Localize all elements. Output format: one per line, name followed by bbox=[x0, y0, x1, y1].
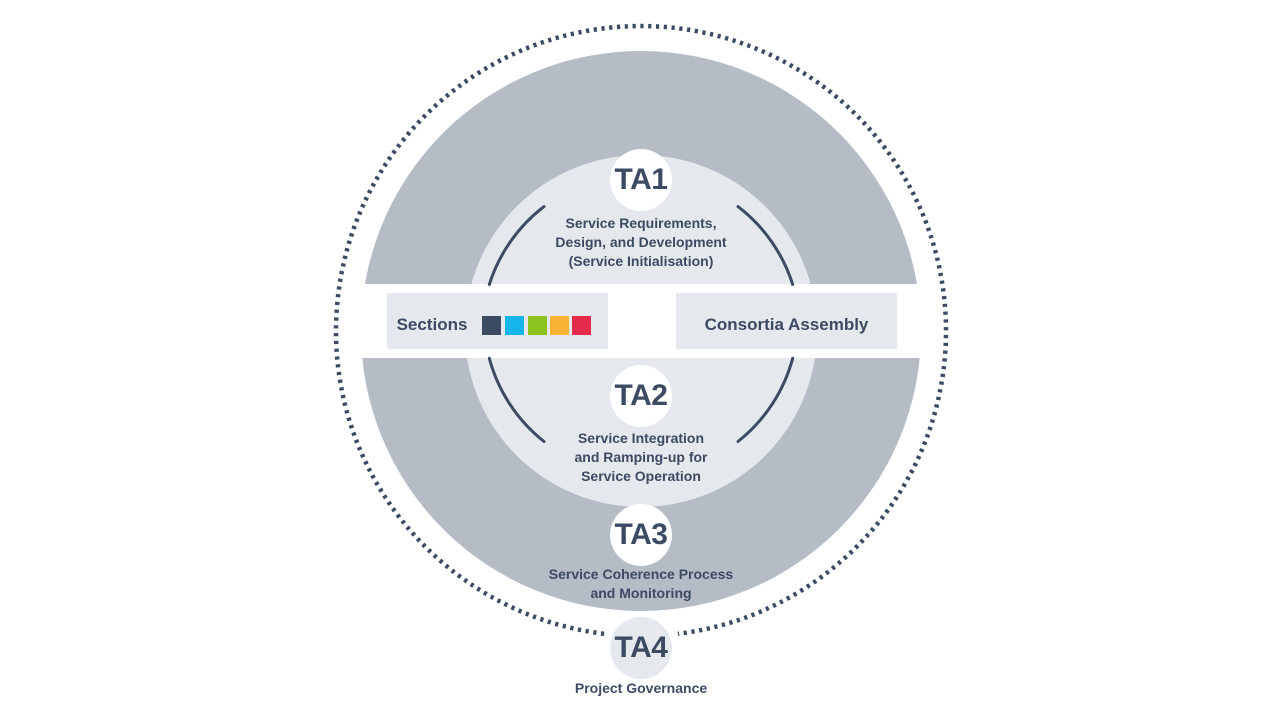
ta2-description: Service Integration and Ramping-up for S… bbox=[574, 430, 708, 484]
inner-disc-upper bbox=[471, 155, 811, 284]
inner-arc-top-right bbox=[736, 205, 795, 286]
ta2-badge bbox=[610, 365, 672, 427]
inner-arc-bottom-left bbox=[487, 356, 546, 443]
ta1-description: Service Requirements, Design, and Develo… bbox=[555, 215, 727, 269]
inner-disc-lower bbox=[467, 358, 815, 507]
section-swatch-1 bbox=[482, 316, 501, 335]
section-swatch-3 bbox=[528, 316, 547, 335]
section-swatch-5 bbox=[572, 316, 591, 335]
ta3-badge bbox=[610, 504, 672, 566]
sections-label: Sections bbox=[396, 315, 468, 334]
ta4-code: TA4 bbox=[614, 631, 668, 664]
consortia-assembly-label: Consortia Assembly bbox=[704, 315, 869, 334]
ta1-code: TA1 bbox=[614, 163, 668, 196]
ta3-code: TA3 bbox=[614, 518, 668, 551]
consortia-assembly-box bbox=[676, 293, 897, 349]
ta3-description: Service Coherence Process and Monitoring bbox=[548, 566, 734, 601]
ta4-description: Project Governance bbox=[574, 680, 708, 696]
section-swatch-4 bbox=[550, 316, 569, 335]
inner-arc-bottom-right bbox=[736, 356, 795, 443]
ta4-badge bbox=[610, 617, 672, 679]
ta2-code: TA2 bbox=[614, 379, 668, 412]
inner-arc-top-left bbox=[487, 205, 546, 286]
ta1-badge bbox=[610, 149, 672, 211]
section-swatch-2 bbox=[505, 316, 524, 335]
dotted-perimeter-ring bbox=[333, 23, 949, 637]
